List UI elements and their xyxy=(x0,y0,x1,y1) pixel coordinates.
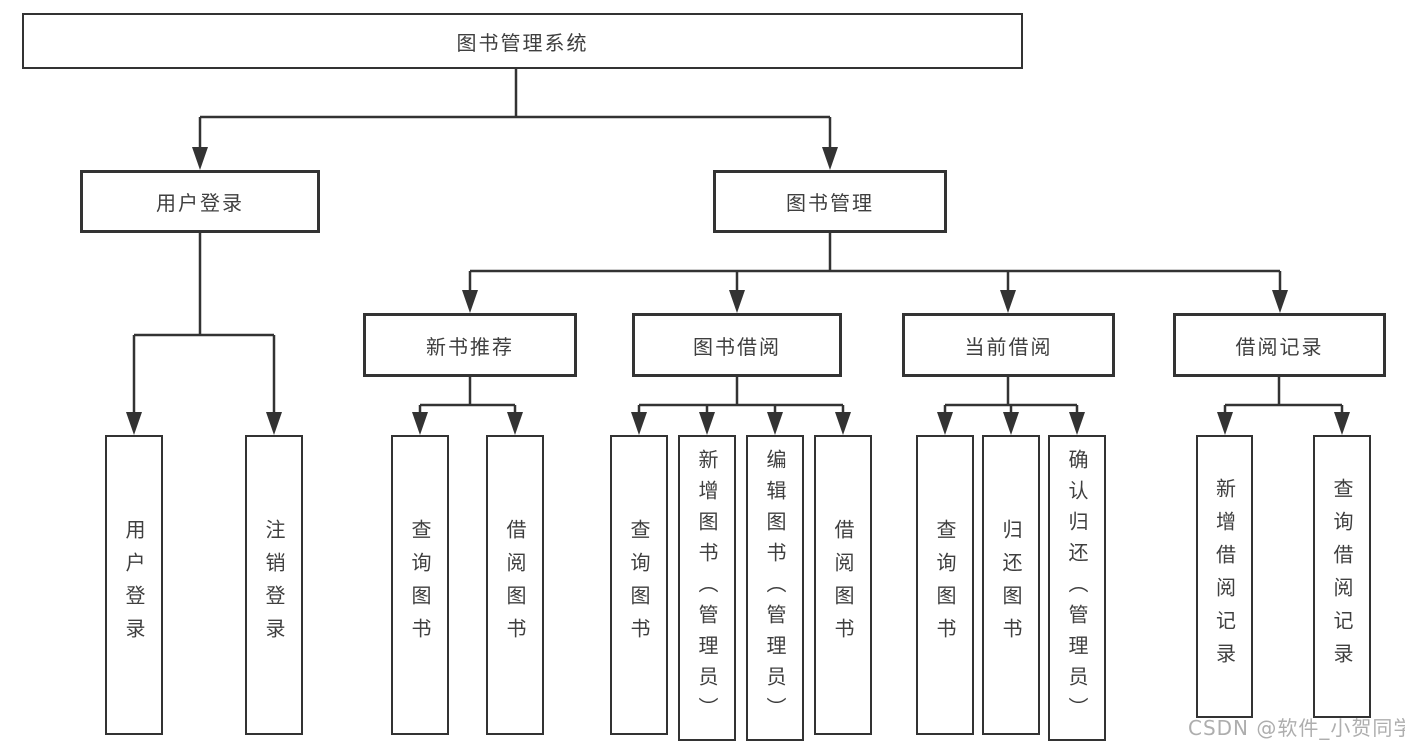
arrowhead xyxy=(1000,290,1016,313)
node-new-book-recommendation: 新书推荐 xyxy=(363,313,577,377)
leaf-query-books-borrow: 查询图书 xyxy=(610,435,668,735)
node-current-borrowing: 当前借阅 xyxy=(902,313,1115,377)
arrowhead xyxy=(1003,412,1019,435)
arrowhead xyxy=(1217,412,1233,435)
leaf-borrow-books-recommend: 借阅图书 xyxy=(486,435,544,735)
arrowhead xyxy=(412,412,428,435)
node-library-management-system: 图书管理系统 xyxy=(22,13,1023,69)
arrowhead xyxy=(835,412,851,435)
arrowhead xyxy=(266,412,282,435)
leaf-confirm-return-admin: 确认归还（管理员） xyxy=(1048,435,1106,741)
arrowhead xyxy=(507,412,523,435)
arrowheads xyxy=(126,147,1350,435)
node-user-login: 用户登录 xyxy=(80,170,320,233)
node-book-management: 图书管理 xyxy=(713,170,947,233)
csdn-watermark: CSDN @软件_小贺同学 xyxy=(1188,716,1405,740)
arrowhead xyxy=(126,412,142,435)
leaf-logout: 注销登录 xyxy=(245,435,303,735)
leaf-add-borrow-record: 新增借阅记录 xyxy=(1196,435,1253,718)
arrowhead xyxy=(937,412,953,435)
arrowhead xyxy=(822,147,838,170)
leaf-add-books-admin: 新增图书（管理员） xyxy=(678,435,736,741)
leaf-query-books-current: 查询图书 xyxy=(916,435,974,735)
arrowhead xyxy=(699,412,715,435)
arrowhead xyxy=(767,412,783,435)
leaf-return-books: 归还图书 xyxy=(982,435,1040,735)
arrowhead xyxy=(631,412,647,435)
node-book-borrowing: 图书借阅 xyxy=(632,313,842,377)
leaf-borrow-books: 借阅图书 xyxy=(814,435,872,735)
leaf-user-login: 用户登录 xyxy=(105,435,163,735)
leaf-query-books-recommend: 查询图书 xyxy=(391,435,449,735)
arrowhead xyxy=(1272,290,1288,313)
arrowhead xyxy=(1069,412,1085,435)
arrowhead xyxy=(192,147,208,170)
leaf-edit-books-admin: 编辑图书（管理员） xyxy=(746,435,804,741)
leaf-query-borrow-record: 查询借阅记录 xyxy=(1313,435,1371,718)
arrowhead xyxy=(462,290,478,313)
node-borrowing-records: 借阅记录 xyxy=(1173,313,1386,377)
connector-lines xyxy=(132,69,1344,417)
arrowhead xyxy=(1334,412,1350,435)
arrowhead xyxy=(729,290,745,313)
